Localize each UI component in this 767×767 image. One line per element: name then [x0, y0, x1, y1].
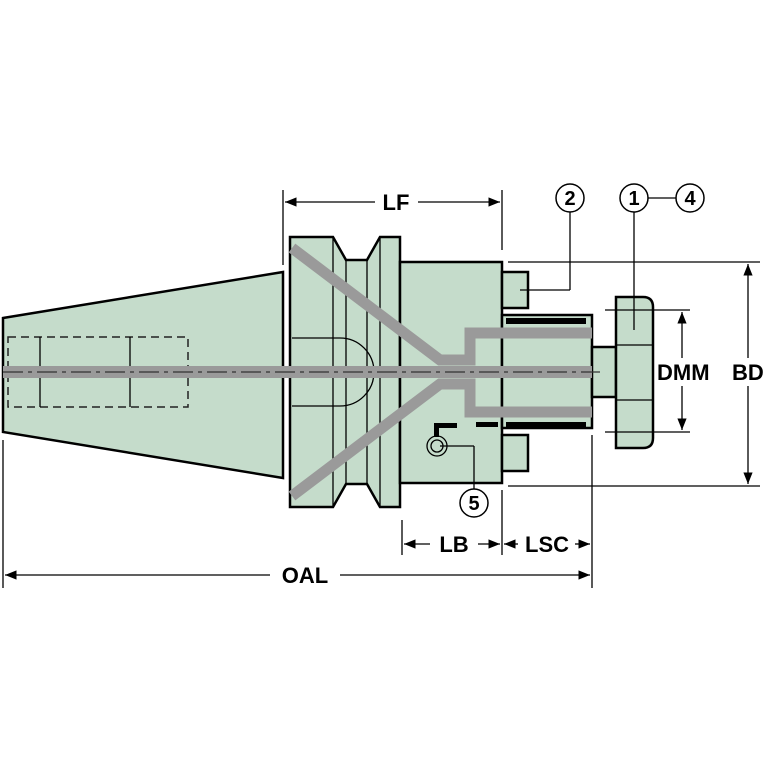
dmm-label: DMM [657, 360, 710, 385]
svg-text:1: 1 [628, 188, 639, 210]
lsc-label: LSC [525, 532, 569, 557]
callout-5: 5 [459, 488, 489, 518]
bd-label: BD [732, 360, 764, 385]
drive-key-lower [500, 433, 530, 473]
svg-text:5: 5 [468, 493, 479, 515]
callout-1: 1 [619, 183, 649, 213]
lf-label: LF [383, 190, 410, 215]
callout-2: 2 [555, 183, 585, 213]
callout-4: 4 [675, 183, 705, 213]
clamping-nut [614, 295, 655, 450]
lb-label: LB [439, 532, 468, 557]
svg-text:4: 4 [684, 188, 696, 210]
svg-text:2: 2 [564, 188, 575, 210]
oal-label: OAL [282, 563, 328, 588]
coolant-channels [3, 243, 600, 501]
